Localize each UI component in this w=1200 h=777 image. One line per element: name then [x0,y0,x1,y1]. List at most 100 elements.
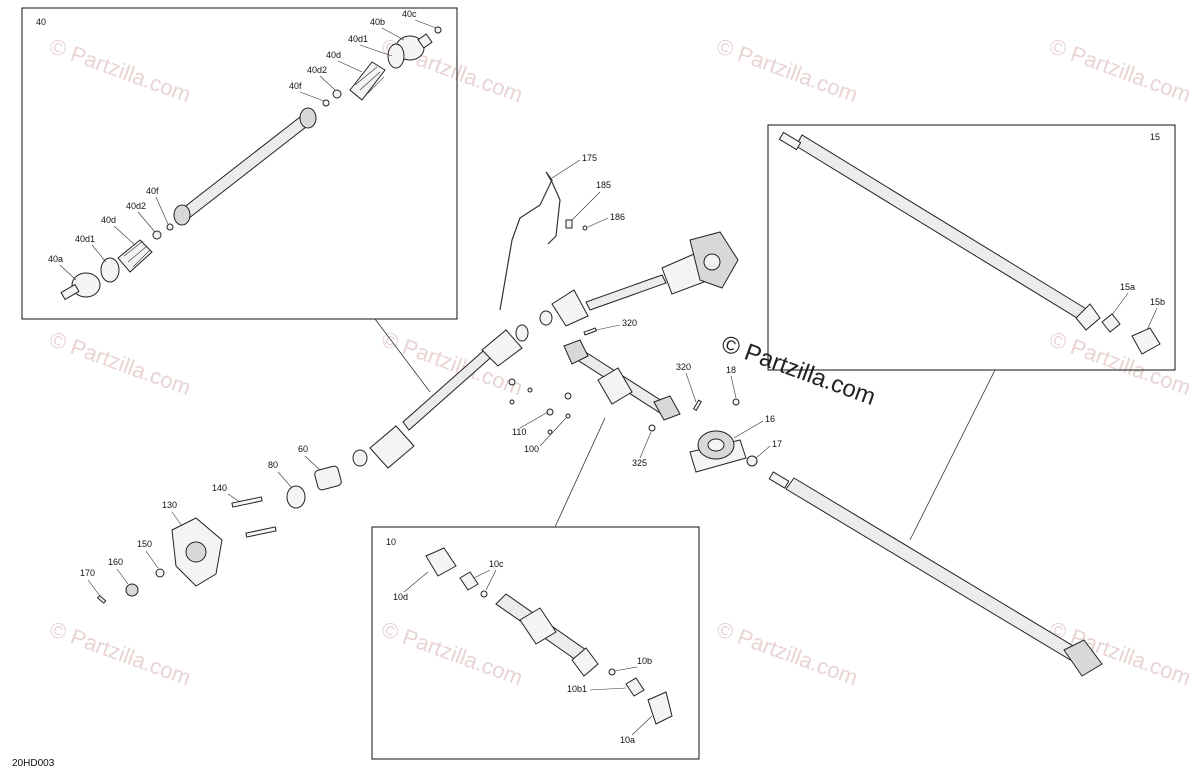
connector-40 [374,318,431,393]
bolt-110a [509,399,515,405]
watermark: © Partzilla.com [46,326,194,400]
label-185: 185 [596,180,611,190]
nut-325 [648,424,656,432]
center-watermark: © Partzilla.com [718,330,879,411]
oring-17 [746,455,758,467]
nut-160 [125,583,139,597]
label-60: 60 [298,444,308,454]
clamp-40d2-bot [152,230,162,240]
front-axle-end [515,324,529,342]
retaining-ring-80 [286,485,306,509]
front-axle-stub [352,449,368,467]
label-320-b: 320 [676,362,691,372]
detail-box-15-label: 15 [1150,132,1160,142]
detail-box-40: 40 40c 40b 40d1 40d 40d2 40f [21,7,458,320]
watermark: © Partzilla.com [378,616,526,690]
label-140: 140 [212,483,227,493]
label-150: 150 [137,539,152,549]
label-40d-top: 40d [326,50,341,60]
rear-long-shaft-yoke [1063,639,1103,677]
bolt-100b [565,413,571,419]
yoke-end-10 [571,647,599,677]
bolt-18 [732,398,740,406]
yoke-10a [647,691,673,725]
bolt-140-b [245,526,277,538]
clip-40f-bot [166,223,174,231]
bearing-16-bore [707,438,725,452]
cotter-pin-170 [96,594,107,604]
rear-axle-boot-outer [661,253,705,295]
axle-shaft-40 [177,116,307,223]
detail-box-40-frame [21,7,458,320]
detail-box-10: 10 10d 10c 10b 10b1 10a [371,526,700,760]
label-40d1-bot: 40d1 [75,234,95,244]
label-110: 110 [512,427,526,437]
label-100: 100 [524,444,539,454]
bearing-60 [314,465,342,491]
bolt-110b [547,429,553,435]
rear-long-shaft [785,477,1091,668]
label-40d2-top: 40d2 [307,65,327,75]
yoke-10d [425,547,457,577]
rear-axle-boot [551,289,589,327]
label-15b: 15b [1150,297,1165,307]
label-10d: 10d [393,592,408,602]
clip-185 [565,219,573,229]
rear-long-shaft-spline [768,471,790,489]
ring-40d1-top [387,43,405,69]
bolt-320-b [692,399,702,412]
brake-line-175 [499,171,561,311]
shaft-spline-15 [778,131,802,151]
boot-40d-top [349,61,386,101]
label-320-a: 320 [622,318,637,328]
label-10b: 10b [637,656,652,666]
tripod-40-top [299,107,317,129]
cv-stub-40b [417,33,433,49]
label-16: 16 [765,414,775,424]
label-40d1-top: 40d1 [348,34,368,44]
yoke-15 [1075,303,1101,331]
mid-prop-yoke-rear [653,395,681,421]
watermark-group: © Partzilla.com © Partzilla.com © Partzi… [46,33,1194,690]
clip-10c [480,590,488,598]
label-10c: 10c [489,559,504,569]
rear-axle-stub [539,310,553,326]
mid-prop-yoke-front [563,339,589,365]
mid-prop-boot [597,367,633,405]
label-40a: 40a [48,254,63,264]
detail-box-15: 15 15a 15b [767,124,1176,371]
screw-186 [582,225,588,231]
clip-10b [608,668,616,676]
label-15a: 15a [1120,282,1135,292]
prop-shaft-15 [795,134,1089,322]
label-40d2-bot: 40d2 [126,201,146,211]
rear-axle-shaft [585,274,667,311]
watermark: © Partzilla.com [1046,326,1194,400]
clip-40f-top [322,99,330,107]
connector-15 [909,369,996,541]
detail-box-10-label: 10 [386,537,396,547]
label-40d-bot: 40d [101,215,116,225]
clamp-40d2-top [332,89,342,99]
circlip-40c [434,26,442,34]
washer-100b [564,392,572,400]
label-130: 130 [162,500,177,510]
label-40b: 40b [370,17,385,27]
washer-110b [546,408,554,416]
yoke-15b [1131,327,1161,355]
label-10b1: 10b1 [567,684,587,694]
detail-box-10-frame [371,526,700,760]
connector-10 [554,417,606,528]
label-40f-top: 40f [289,81,302,91]
wheel-hub-130-center [185,541,207,563]
label-186: 186 [610,212,625,222]
drawing-code: 20HD003 [12,758,55,769]
label-40c: 40c [402,9,417,19]
label-10a: 10a [620,735,635,745]
front-axle-boot-inner [369,425,415,469]
label-325: 325 [632,458,647,468]
label-170: 170 [80,568,95,578]
watermark: © Partzilla.com [46,33,194,107]
watermark: © Partzilla.com [713,616,861,690]
